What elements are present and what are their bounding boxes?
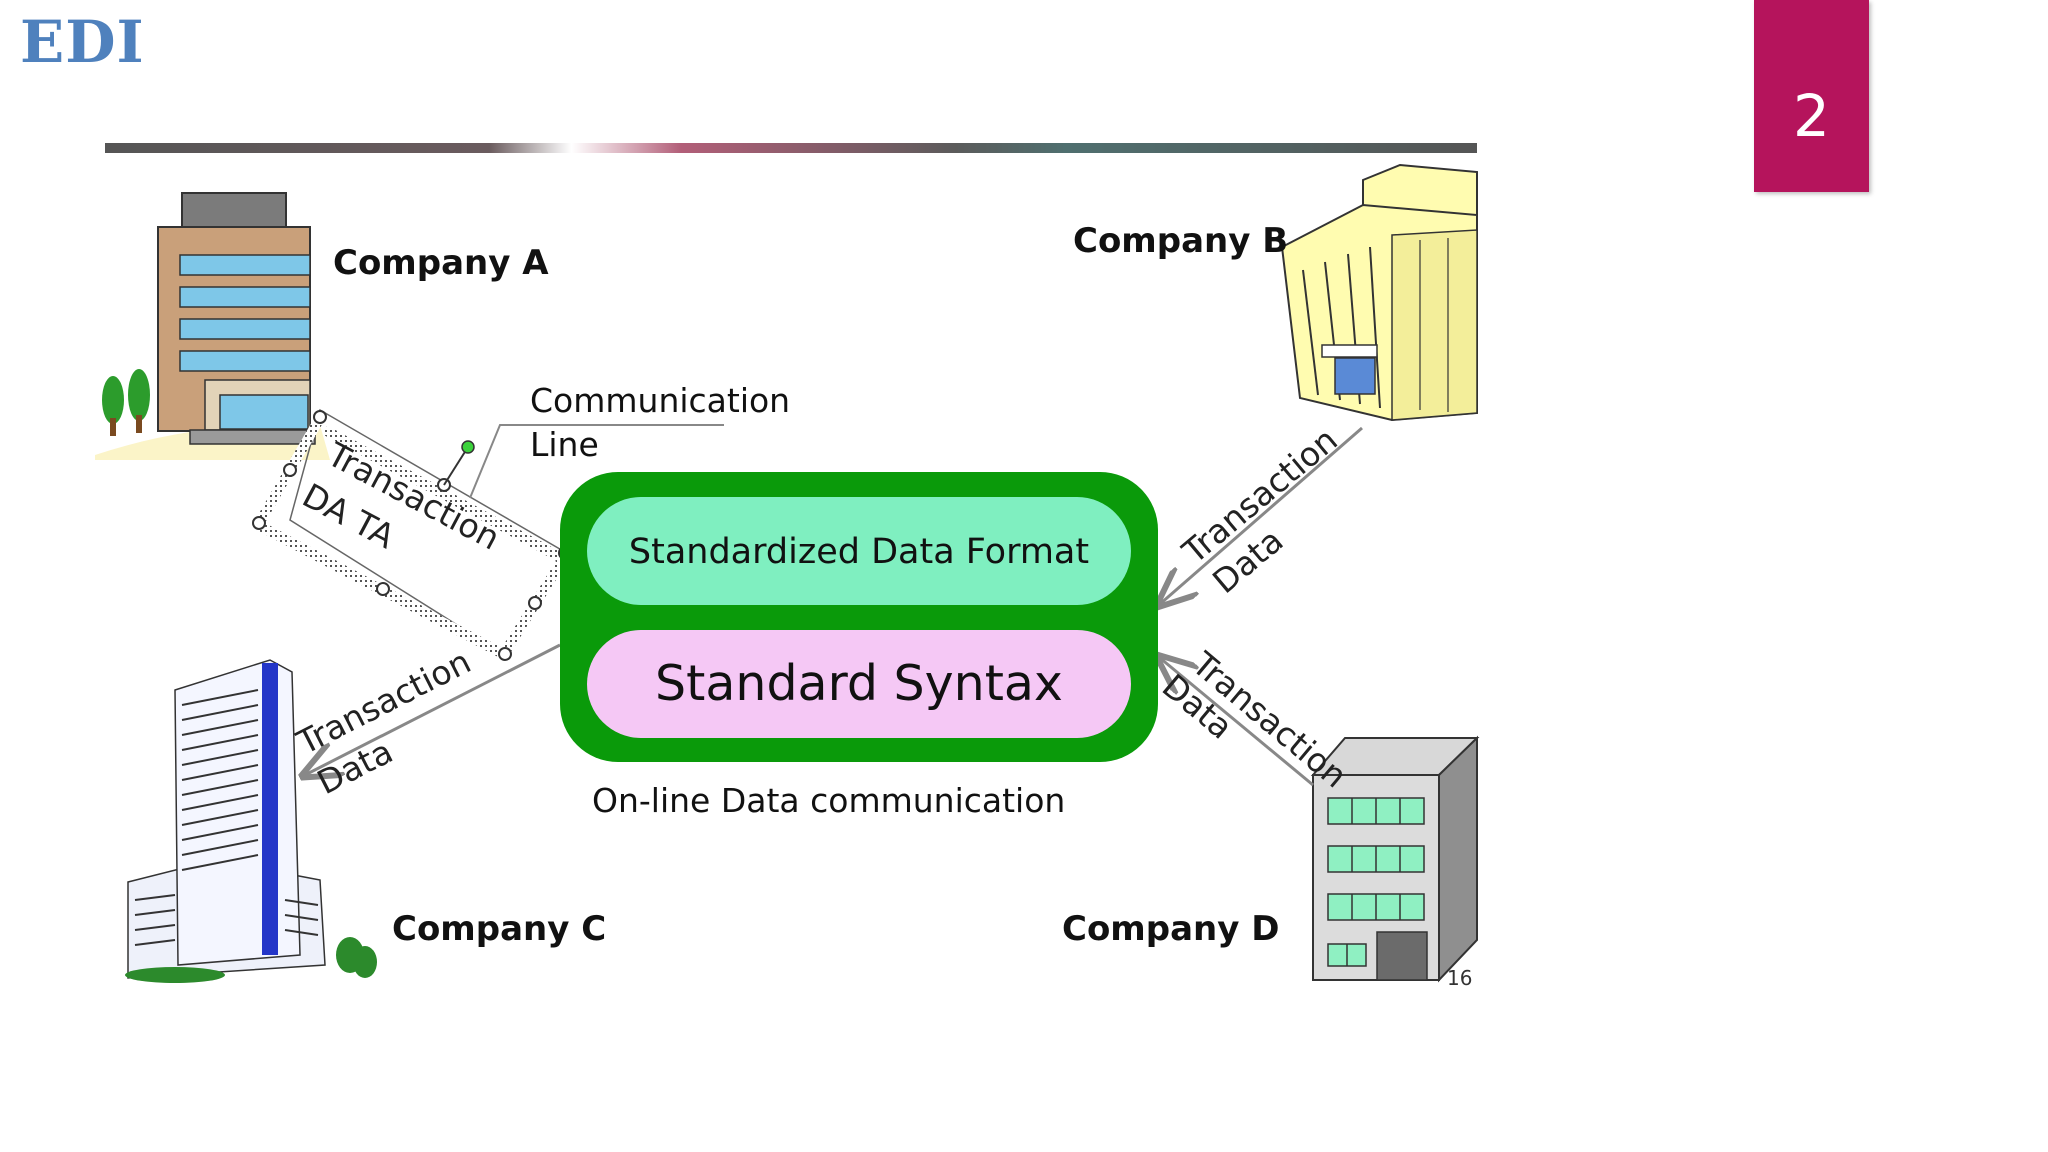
company-c-building-icon bbox=[125, 659, 377, 983]
arrow-b bbox=[1160, 426, 1363, 604]
center-caption: On-line Data communication bbox=[592, 781, 1065, 820]
company-b-building-icon bbox=[1280, 163, 1478, 422]
standard-syntax-label: Standard Syntax bbox=[655, 655, 1063, 712]
standardized-format-label: Standardized Data Format bbox=[629, 532, 1089, 572]
standardized-format-pill bbox=[587, 497, 1131, 605]
slide-title: EDI bbox=[20, 8, 145, 76]
company-a-transaction-link: Transaction DA TA bbox=[252, 408, 572, 661]
callout-line1: Communication bbox=[530, 381, 790, 420]
arrow-d bbox=[1160, 658, 1314, 787]
company-a-label: Company A bbox=[333, 243, 549, 283]
callout-line2: Line bbox=[530, 425, 599, 464]
company-b-label: Company B bbox=[1073, 221, 1288, 261]
standard-syntax-pill bbox=[587, 630, 1131, 738]
company-d-building-icon bbox=[1310, 735, 1480, 983]
page-number: 2 bbox=[1793, 82, 1830, 150]
rotate-handle-icon bbox=[461, 440, 475, 454]
callout-pointer bbox=[469, 424, 724, 499]
page-number-tab: 2 bbox=[1754, 0, 1869, 192]
arrow-c bbox=[305, 643, 561, 775]
slide-ref-number: 16 bbox=[1447, 966, 1472, 990]
company-d-label: Company D bbox=[1062, 909, 1279, 949]
company-c-label: Company C bbox=[392, 909, 606, 949]
header-rule bbox=[105, 143, 1477, 153]
center-edi-box: Standardized Data Format Standard Syntax bbox=[560, 472, 1158, 762]
company-a-building-icon bbox=[95, 192, 330, 460]
